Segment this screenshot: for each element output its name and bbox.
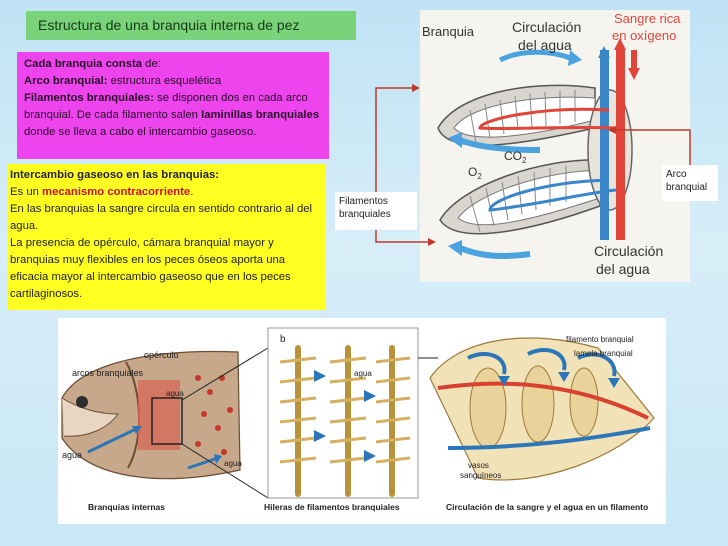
label-water-bottom-1: Circulación <box>594 243 663 259</box>
caption-circulacion: Circulación de la sangre y el agua en un… <box>446 502 648 512</box>
gill-structure-line-3: Filamentos branquiales: se disponen dos … <box>24 92 320 138</box>
gill-anatomy-svg: opérculo arcos branquiales agua agua agu… <box>61 327 655 512</box>
label-blood-1: Sangre rica <box>614 11 681 26</box>
caption-hileras: Hileras de filamentos branquiales <box>264 502 400 512</box>
caption-branquias-internas: Branquias internas <box>88 502 165 512</box>
label-agua-1: agua <box>166 389 184 398</box>
slide-title: Estructura de una branquia interna de pe… <box>26 11 356 40</box>
label-vasos-1: vasos <box>468 461 489 470</box>
gas-exchange-p1: Es un mecanismo contracorriente. <box>10 186 194 198</box>
gill-structure-line-1: Cada branquia consta de: <box>24 58 161 70</box>
gas-exchange-p3: La presencia de opérculo, cámara branqui… <box>10 237 291 300</box>
gas-exchange-box: Intercambio gaseoso en las branquias: Es… <box>7 164 326 310</box>
gill-structure-line-2: Arco branquial: estructura esquelética <box>24 75 222 87</box>
gill-structure-box: Cada branquia consta de: Arco branquial:… <box>17 52 329 159</box>
label-operculo: opérculo <box>144 350 179 360</box>
label-o2: O2 <box>468 165 482 181</box>
label-filamentos-branquiales: Filamentos branquiales <box>335 192 417 230</box>
label-vasos-2: sanguíneos <box>460 471 501 480</box>
label-co2: CO2 <box>504 149 527 165</box>
label-agua-4: agua <box>354 369 372 378</box>
label-water-bottom-2: del agua <box>596 261 650 277</box>
gill-diagram: Branquia Circulación del agua Sangre ric… <box>420 10 690 282</box>
label-lamela: lamela branquial <box>574 349 633 358</box>
gas-exchange-heading: Intercambio gaseoso en las branquias: <box>10 169 220 181</box>
label-agua-2: agua <box>62 450 82 460</box>
label-blood-2: en oxígeno <box>612 28 676 43</box>
label-water-top-1: Circulación <box>512 19 581 35</box>
label-agua-3: agua <box>224 459 242 468</box>
label-panel-b: b <box>280 334 286 345</box>
label-arcos: arcos branquiales <box>72 368 144 378</box>
label-branquia: Branquia <box>422 24 475 39</box>
label-water-top-2: del agua <box>518 37 572 53</box>
label-arco-branquial: Arco branquial <box>662 165 718 201</box>
gill-diagram-svg: Branquia Circulación del agua Sangre ric… <box>422 11 681 277</box>
label-filamento: filamento branquial <box>566 335 634 344</box>
gas-exchange-p2: En las branquias la sangre circula en se… <box>10 203 313 232</box>
gill-anatomy-figure: opérculo arcos branquiales agua agua agu… <box>58 318 666 524</box>
